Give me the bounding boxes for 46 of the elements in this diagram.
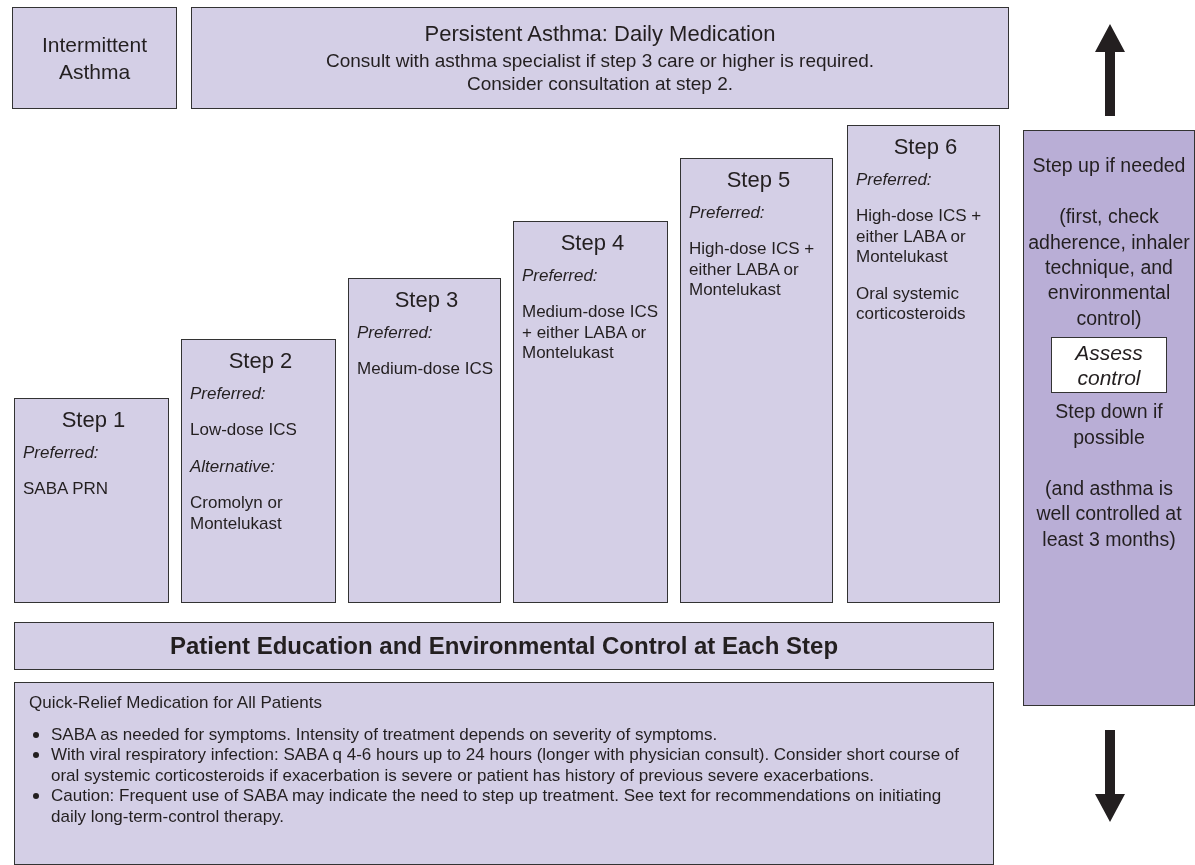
step-title: Step 6 (892, 134, 959, 160)
step-title: Step 3 (393, 287, 460, 313)
step-box (348, 278, 501, 603)
step-text: Medium-dose ICS (357, 359, 495, 380)
step-text: High-dose ICS + either LABA or Montelukast (856, 206, 983, 268)
step-box (513, 221, 668, 603)
heading: Persistent Asthma: Daily Medication (424, 19, 776, 48)
step-text: Cromolyn or Montelukast (190, 493, 284, 534)
step-text: Preferred: (23, 443, 100, 464)
step-text: Oral systemic corticosteroids (856, 283, 967, 325)
step-title: Step 4 (559, 230, 626, 256)
step-text: Preferred: (522, 266, 599, 287)
assess-box (1051, 337, 1167, 394)
list-heading: Quick-Relief Medication for All Patients (29, 693, 323, 713)
step-box (680, 158, 833, 603)
step-text: Preferred: (856, 170, 933, 191)
step-title: Step 1 (60, 407, 127, 433)
note-text: Consult with asthma specialist if step 3 care or higher is required. Consider consultation at step 2. (324, 48, 876, 97)
bullet-text: With viral respiratory infection: SABA q 4-6 hours up to 24 hours (longer with physician consult). Consider short course of oral systemic corticosteroids if exacerbation is severe or patient has history of previous severe exacerbations. (51, 745, 961, 787)
step-box (181, 339, 336, 603)
step-text: High-dose ICS + either LABA or Montelukast (689, 239, 816, 301)
step-text: SABA PRN (23, 479, 110, 500)
inset-text: Assess control (1075, 341, 1143, 390)
step-text: Low-dose ICS (190, 420, 298, 441)
step-box (14, 398, 169, 603)
step-text: Preferred: (190, 384, 267, 405)
step-title: Step 2 (227, 348, 294, 374)
side-text: Step up if needed (1032, 153, 1186, 178)
list-box (14, 682, 994, 865)
step-text: Preferred: (357, 323, 434, 344)
heading: Intermittent Asthma (40, 31, 148, 85)
step-text: Preferred: (689, 203, 766, 224)
step-text: Medium-dose ICS + either LABA or Montelukast (522, 302, 660, 364)
band-title: Patient Education and Environmental Control at Each Step (169, 632, 839, 660)
step-text: Alternative: (190, 456, 277, 478)
bullet-text: SABA as needed for symptoms. Intensity of treatment depends on severity of symptoms. (51, 725, 718, 746)
header-box (12, 7, 177, 109)
header-box (191, 7, 1009, 109)
band-box (14, 622, 994, 670)
side-text: (first, check adherence, inhaler technique, and environmental control) (1028, 204, 1190, 331)
bullet-text: Caution: Frequent use of SABA may indicate the need to step up treatment. See text for recommendations on initiating daily long-term-control therapy. (51, 786, 943, 827)
step-title: Step 5 (725, 167, 792, 193)
side-text: Step down if possible (1054, 399, 1164, 450)
step-box (847, 125, 1000, 603)
side-box (1023, 130, 1195, 706)
side-text: (and asthma is well controlled at least 3 months) (1035, 476, 1183, 552)
